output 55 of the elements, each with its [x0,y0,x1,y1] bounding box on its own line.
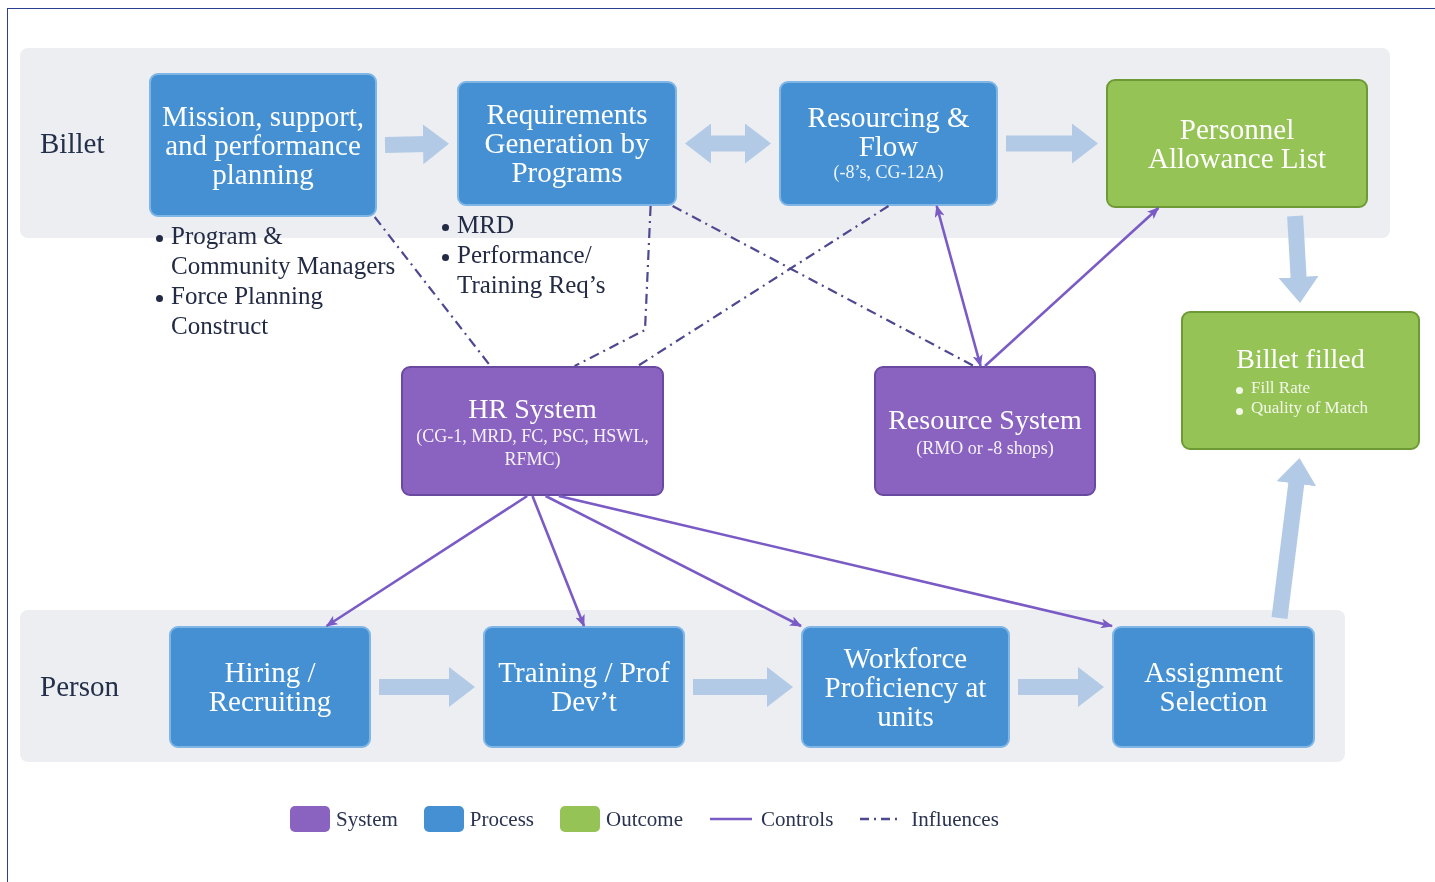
outcome-box [1106,79,1368,208]
dash-dot-connector [637,205,890,367]
box-title: Billet filled [1236,342,1365,376]
legend-label: Controls [761,806,834,832]
swimlane-band [20,610,1345,762]
block-arrow [1278,215,1319,303]
bullet-item: Program & Community Managers [171,222,396,279]
box-title: Workforce Proficiency at units [823,643,988,731]
box-title: Resource System [888,402,1082,437]
legend-label: System [336,806,398,832]
process-box [1112,626,1315,748]
process-box [483,626,685,748]
block-arrow [379,667,475,707]
outcome-box [1181,311,1420,450]
block-arrow [685,123,771,164]
bullet-item: Performance/ Training Req’s [457,241,606,298]
legend-label: Influences [911,806,999,832]
dash-dot-connector [373,216,492,367]
process-box [779,81,998,206]
box-title: HR System [468,391,597,426]
block-arrow [693,667,793,707]
box-subtitle: (CG-1, MRD, FC, PSC, HSWL, RFMC) [415,425,650,471]
bullet-item: Force Planning Construct [171,282,324,339]
bullet-item: Quality of Match [1250,398,1369,418]
legend-label: Outcome [606,806,683,832]
box-subtitle: (RMO or -8 shops) [916,436,1054,460]
dash-dot-connector [574,205,652,367]
lane-label: Billet [40,128,105,158]
box-title: Assignment Selection [1143,658,1284,716]
box-subtitle: (-8’s, CG-12A) [833,161,944,184]
box-title: Personnel Allowance List [1147,114,1327,173]
system-box [874,366,1096,496]
block-arrow [384,124,449,165]
block-arrow [1018,667,1104,707]
bullet-item: MRD [457,211,514,238]
arrow [558,494,1113,629]
box-title: Resourcing & Flow [806,103,971,162]
lane-label: Person [40,671,119,701]
dash-dot-connector [672,205,975,367]
arrow [531,495,586,627]
bullet-item: Fill Rate [1250,377,1310,397]
block-arrow [1271,457,1317,620]
arrow [545,494,802,628]
arrow [934,205,983,367]
process-box [801,626,1010,748]
box-title: Mission, support, and performance planning [160,101,366,189]
arrow [984,207,1160,367]
legend-label: Process [469,806,534,832]
block-arrow [1006,123,1098,164]
arrow [325,494,528,628]
box-title: Training / Prof Dev’t [497,658,671,716]
process-box [169,626,371,748]
box-title: Hiring / Recruiting [207,658,333,716]
system-box [401,366,664,496]
box-title: Requirements Generation by Programs [483,100,651,187]
